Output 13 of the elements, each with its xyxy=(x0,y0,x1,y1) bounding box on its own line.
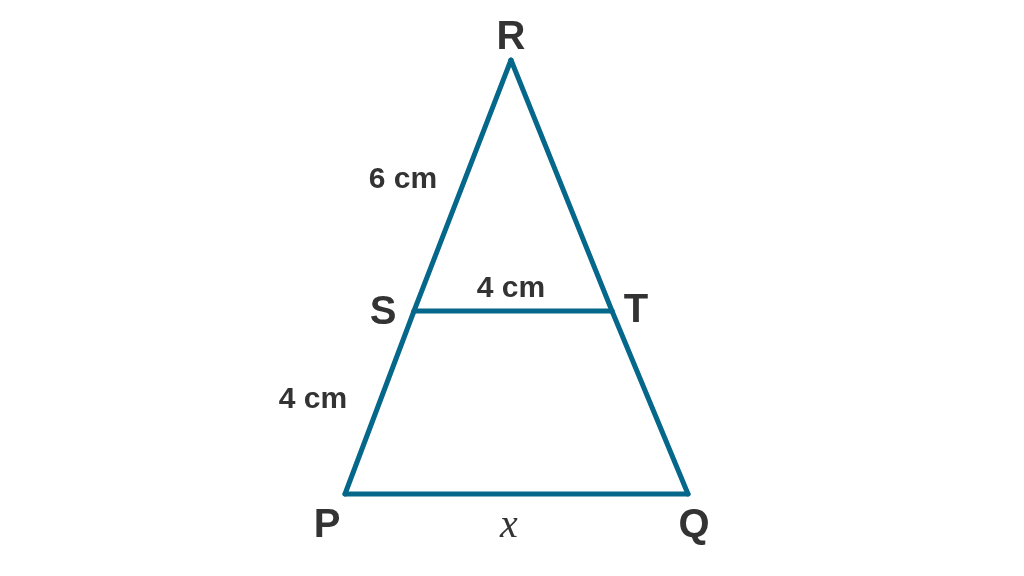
line-segment xyxy=(342,308,417,497)
line-segment xyxy=(342,491,691,497)
length-label: 4 cm xyxy=(476,272,546,302)
vertex-label: R xyxy=(496,15,526,55)
length-label: 6 cm xyxy=(368,163,438,193)
vertex-label: T xyxy=(623,288,649,328)
vertex-label: P xyxy=(313,503,341,543)
line-segment xyxy=(411,308,615,314)
variable-label: x xyxy=(500,504,518,544)
vertex-label: Q xyxy=(678,503,710,543)
line-segment xyxy=(609,308,691,497)
vertex-label: S xyxy=(369,290,397,330)
length-label: 4 cm xyxy=(278,383,348,413)
